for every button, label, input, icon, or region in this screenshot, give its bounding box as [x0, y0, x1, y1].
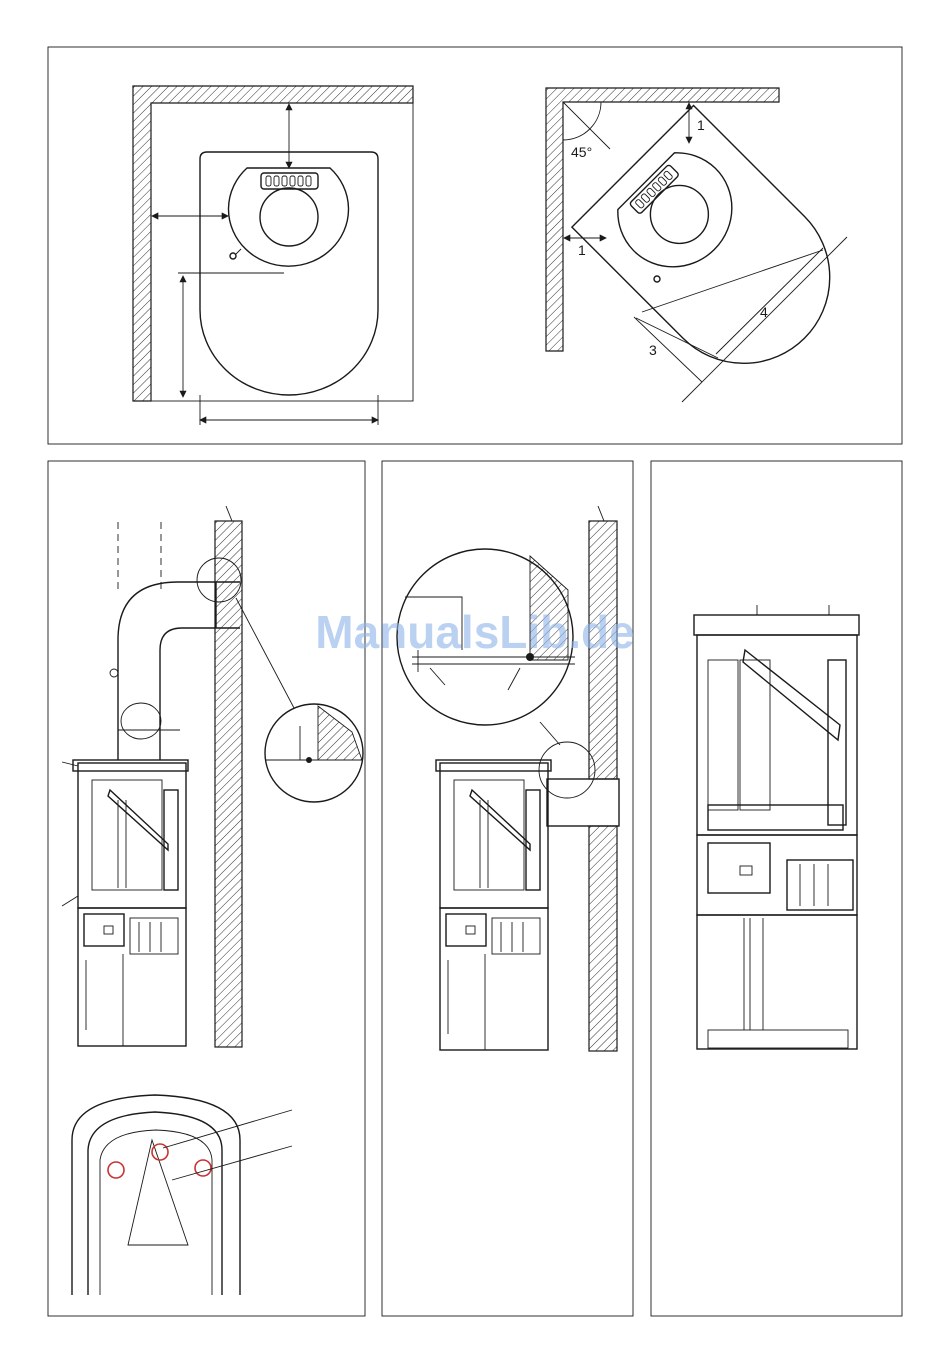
dim-label-4: 4 [760, 304, 768, 320]
section-rear-lining [828, 660, 846, 825]
corner-stove-body [605, 140, 755, 290]
burner-assembly-2 [492, 918, 540, 954]
panel-rear-flue [48, 461, 365, 1316]
angle-label: 45° [571, 144, 592, 160]
section-top-cap [694, 615, 859, 635]
grille-icon [261, 173, 318, 189]
section-baffle [743, 650, 840, 740]
panel-frame-section [651, 461, 902, 1316]
stove-top-plate-2 [436, 760, 551, 771]
corner-stove-rotated [572, 105, 865, 398]
baffle-plate [108, 790, 168, 850]
panel-through-wall [382, 461, 633, 1316]
panel-frame-top [48, 47, 902, 444]
grille-slots [266, 176, 311, 186]
stove-base-cabinet [78, 908, 186, 1046]
dim-label-1-top: 1 [697, 117, 705, 133]
corner-flue-circle [638, 173, 720, 255]
panel-frame-rear-flue [48, 461, 365, 1316]
dim-label-3: 3 [649, 342, 657, 358]
plan-view-parallel [133, 86, 413, 425]
stove-body-plan [228, 168, 348, 266]
baffle-plate-2 [470, 790, 530, 850]
dim-label-1-side: 1 [578, 242, 586, 258]
angle-bisector [563, 102, 610, 149]
watermark-text: ManualsLib.de [315, 606, 634, 658]
pipe-clamp-icon [110, 669, 118, 677]
stove-section-rear [62, 760, 188, 1046]
corner-front-edge [716, 248, 823, 354]
section-door-glass [708, 660, 738, 810]
control-switch-icon [104, 926, 113, 934]
wall-hatch-l-shape [133, 86, 413, 401]
section-control-box [708, 843, 770, 893]
corner-knob-icon [654, 276, 660, 282]
damper-disc [121, 703, 161, 739]
dim-3-extension [634, 317, 702, 382]
stove-upper-body [78, 763, 186, 908]
stove-section-wall [436, 760, 551, 1050]
corner-grille-icon [629, 164, 679, 214]
section-control-area [697, 835, 857, 915]
section-hearth [708, 805, 843, 830]
burner-assembly [130, 918, 178, 954]
firebox-top-view [72, 1095, 292, 1295]
section-burner [787, 860, 853, 910]
stove-upper-body-2 [440, 763, 548, 908]
knob-icon [230, 253, 236, 259]
corner-wall-hatch [546, 88, 779, 351]
rear-insulation [164, 790, 178, 890]
wall-sleeve-pipe [547, 779, 619, 826]
leader-line-2 [172, 1146, 292, 1180]
flame-guide [128, 1140, 188, 1245]
corner-floor-plate [572, 105, 865, 398]
section-base [697, 915, 857, 1049]
stove-base-cabinet-2 [440, 908, 548, 1050]
stove-top-plate [73, 760, 188, 771]
marker-circle-left [108, 1162, 124, 1178]
firebox-inner-ring [88, 1112, 222, 1295]
firebox-outer-ring [72, 1095, 240, 1295]
plan-view-corner: 45° 1 1 3 4 [546, 88, 865, 402]
flue-outlet-circle [260, 188, 318, 246]
marker-circle-top [152, 1144, 168, 1160]
panel-stove-section [651, 461, 902, 1316]
room-outline [133, 86, 413, 401]
dim-4-line [642, 250, 823, 312]
section-switch-icon [740, 866, 752, 875]
panel-clearance-top: 45° 1 1 3 4 [48, 47, 902, 444]
lower-wall-section [589, 826, 617, 1051]
marker-circle-right [195, 1160, 211, 1176]
